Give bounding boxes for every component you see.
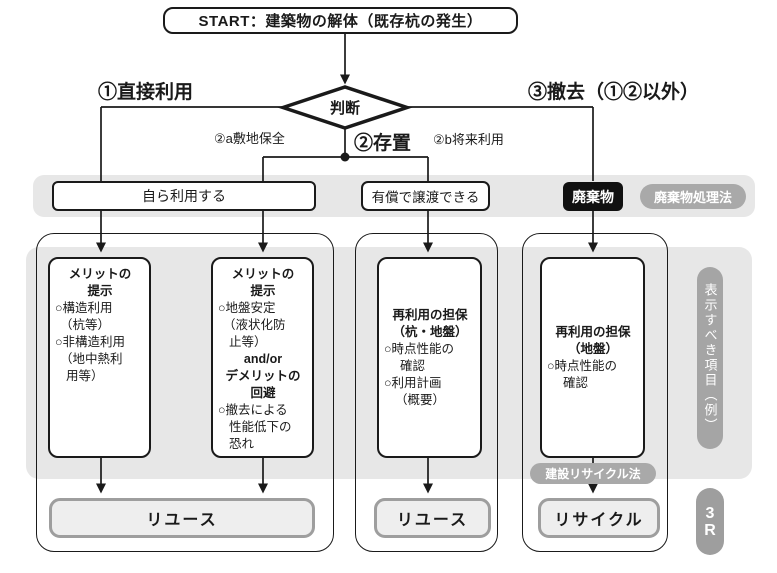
detail-box-merit-direct: メリットの 提示 ○構造利用 （杭等） ○非構造利用 （地中熱利 用等）: [48, 257, 151, 458]
self-use-node: 自ら利用する: [52, 181, 316, 211]
group-preservation: [355, 233, 498, 552]
detail-line: ○撤去による: [218, 403, 288, 417]
detail-line: ○時点性能の: [547, 358, 618, 373]
three-r-line1: 3: [705, 504, 715, 522]
detail-line: （地盤）: [567, 341, 618, 356]
detail-line: 止等）: [229, 335, 267, 349]
detail-line: ○時点性能の: [384, 341, 455, 356]
detail-line: 確認: [563, 375, 589, 390]
outcome-reuse-mid: リユース: [374, 498, 491, 538]
detail-line: ○構造利用: [55, 301, 113, 315]
branch-label-direct-use: ①直接利用: [98, 82, 194, 103]
waste-label: 廃棄物: [572, 188, 614, 205]
detail-line: 再利用の担保: [392, 307, 468, 322]
detail-line: （杭・地盤）: [392, 324, 468, 339]
outcome-recycle: リサイクル: [538, 498, 660, 538]
detail-line: 性能低下の: [229, 420, 292, 434]
waste-node: 廃棄物: [563, 182, 623, 211]
detail-line: 提示: [250, 284, 276, 298]
group-removal: [522, 233, 668, 552]
junction-dot: [340, 152, 350, 162]
three-r-line2: R: [704, 521, 716, 539]
construction-recycle-law-badge: 建設リサイクル法: [530, 463, 656, 484]
branch-label-removal: ③撤去（①②以外）: [528, 82, 700, 103]
branch-label-site-preservation: ②a敷地保全: [214, 131, 285, 146]
transfer-for-value-label: 有償で譲渡できる: [371, 190, 480, 205]
three-r-badge: 3 R: [696, 488, 724, 555]
detail-line: ○地盤安定: [218, 301, 276, 315]
detail-line: 恐れ: [229, 437, 255, 451]
detail-line: メリットの: [68, 267, 132, 281]
self-use-label: 自ら利用する: [142, 190, 226, 205]
decision-label: 判断: [329, 100, 360, 117]
detail-line: ○非構造利用: [55, 335, 126, 349]
detail-box-merit-demerit: メリットの 提示 ○地盤安定 （液状化防 止等） and/or デメリットの 回…: [211, 257, 314, 458]
detail-line: （概要）: [395, 392, 446, 407]
detail-box-reuse-guarantee-ground: 再利用の担保 （地盤） ○時点性能の 確認: [540, 257, 645, 458]
waste-law-badge: 廃棄物処理法: [640, 184, 746, 209]
detail-line: 確認: [400, 358, 426, 373]
detail-line: （杭等）: [60, 318, 111, 332]
detail-line: デメリットの: [225, 369, 301, 383]
group-direct-use: [36, 233, 334, 552]
branch-label-future-use: ②b将来利用: [433, 132, 504, 147]
start-node: START：建築物の解体（既存杭の発生）: [163, 7, 518, 34]
detail-line: （液状化防: [223, 318, 286, 332]
outcome-reuse-left: リユース: [49, 498, 315, 538]
detail-line: メリットの: [231, 267, 295, 281]
branch-label-preservation: ②存置: [354, 133, 412, 154]
detail-line: 再利用の担保: [555, 324, 631, 339]
detail-line: and/or: [243, 352, 283, 366]
detail-line: 用等）: [66, 369, 104, 383]
start-label: START：建築物の解体（既存杭の発生）: [198, 13, 483, 30]
detail-box-reuse-guarantee-pile: 再利用の担保 （杭・地盤） ○時点性能の 確認 ○利用計画 （概要）: [377, 257, 482, 458]
detail-line: 提示: [87, 284, 113, 298]
detail-line: 回避: [250, 386, 276, 400]
detail-line: ○利用計画: [384, 375, 442, 390]
transfer-for-value-node: 有償で譲渡できる: [361, 181, 490, 211]
display-items-badge: 表示すべき項目（例）: [697, 267, 723, 449]
detail-line: （地中熱利: [60, 352, 123, 366]
